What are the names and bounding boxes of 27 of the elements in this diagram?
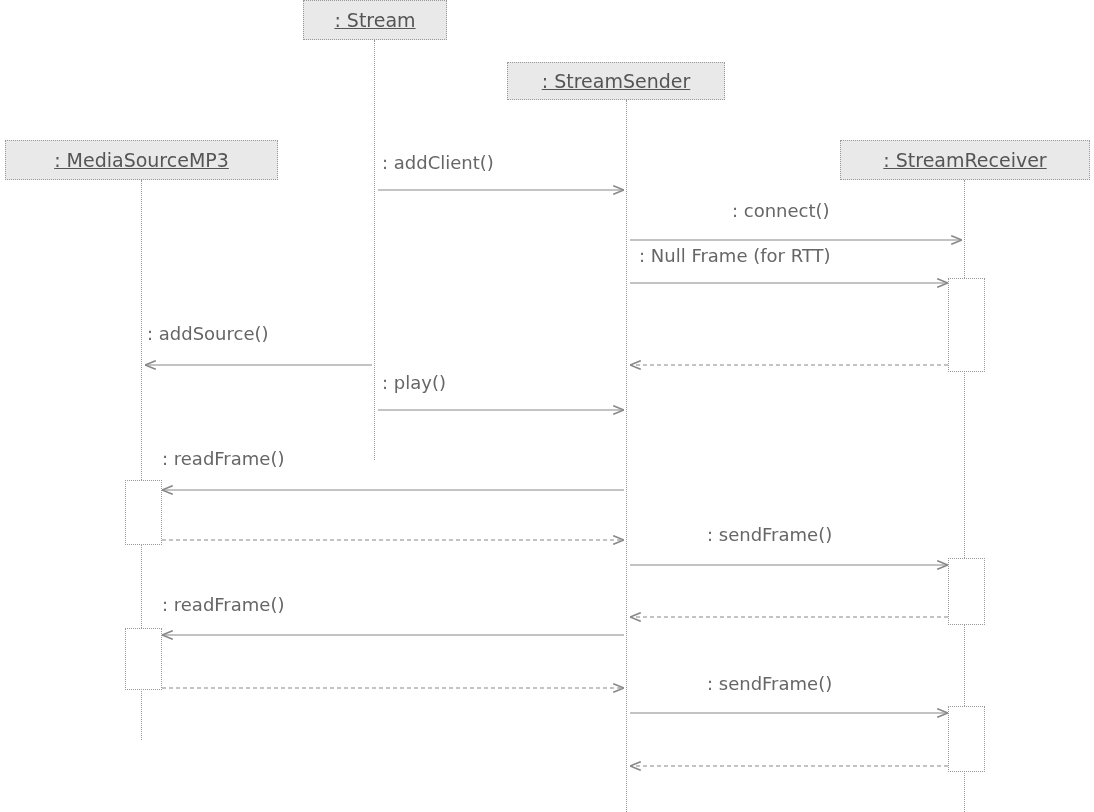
lifeline [372,40,378,460]
return-arrow [629,359,949,371]
participant-box: : StreamSender [507,62,725,100]
message-arrow [144,359,373,371]
lifeline [139,180,145,740]
activation-bar [948,278,985,372]
participant-box: : StreamReceiver [840,140,1090,180]
return-arrow [629,760,949,772]
lifeline [624,100,630,812]
lifeline [962,180,968,812]
activation-bar [948,558,985,625]
return-arrow [161,534,625,546]
message-arrow [629,559,949,571]
activation-bar [948,706,985,772]
return-arrow [161,682,625,694]
return-arrow [629,611,949,623]
message-arrow [377,404,625,416]
participant-box: : MediaSourceMP3 [5,140,278,180]
activation-bar [125,480,162,545]
message-arrow [629,707,949,719]
message-arrow [161,629,625,641]
message-arrow [629,234,963,246]
message-arrow [161,484,625,496]
message-arrow [629,277,949,289]
activation-bar [125,628,162,690]
message-arrow [377,184,625,196]
participant-box: : Stream [303,0,447,40]
